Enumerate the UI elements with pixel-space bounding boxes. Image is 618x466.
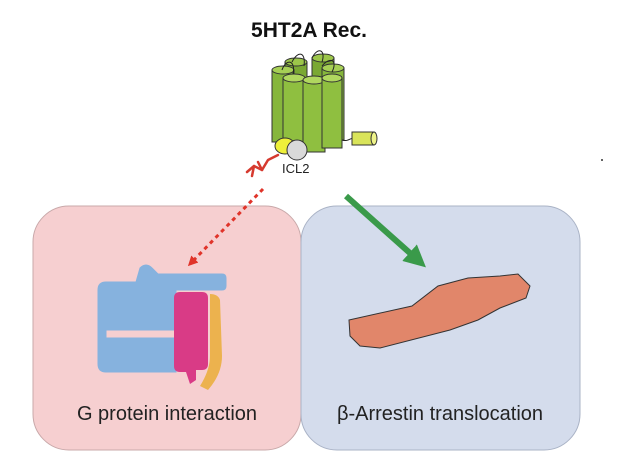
g-beta-subunit: [174, 292, 208, 384]
g-protein-complex: [97, 264, 227, 390]
icl2-helix: [274, 137, 308, 161]
diagram-title: 5HT2A Rec.: [251, 19, 367, 42]
g-alpha-subunit: [97, 264, 227, 373]
icl2-label: ICL2: [282, 161, 309, 176]
stray-dot: [601, 159, 603, 161]
solid-arrow-to-arrestin: [344, 193, 426, 268]
arrestin-shape: [348, 273, 531, 349]
g-protein-caption: G protein interaction: [77, 403, 257, 425]
receptor-helix-bundle: [271, 50, 378, 153]
ligand-icon: [245, 153, 280, 178]
g-gamma-subunit: [200, 294, 222, 390]
arrestin-caption: β-Arrestin translocation: [337, 403, 543, 425]
dotted-arrow-to-g-protein: [187, 187, 265, 267]
